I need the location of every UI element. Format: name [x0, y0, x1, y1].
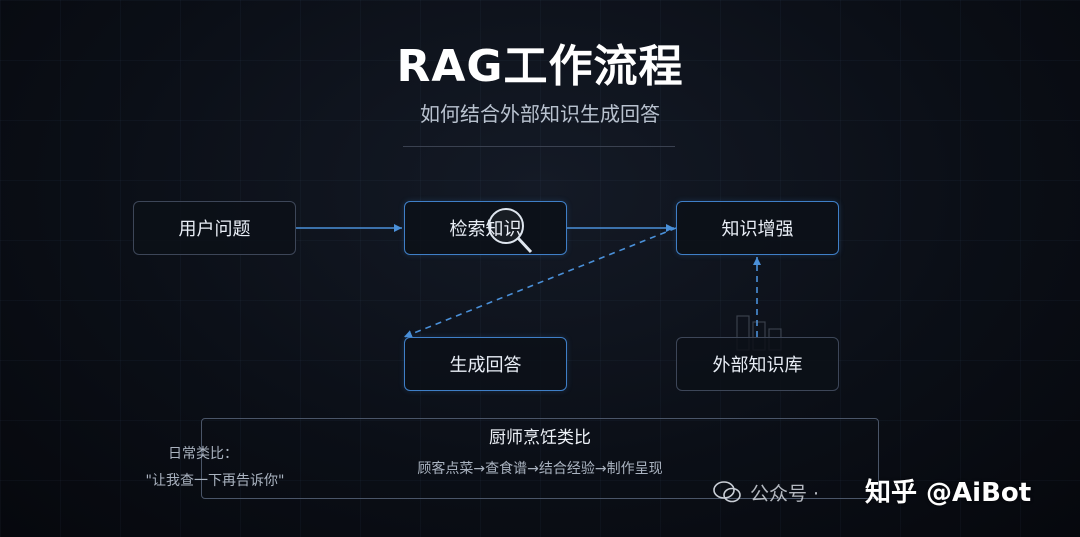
node-user-question-label: 用户问题 — [178, 219, 251, 240]
analogy-steps: 顾客点菜→查食谱→结合经验→制作呈现 — [417, 461, 663, 477]
daily-analogy-quote: "让我查一下再告诉你" — [145, 473, 285, 489]
wechat-watermark: 公众号 · — [712, 478, 819, 506]
node-external-knowledge-base: 外部知识库 — [676, 337, 839, 391]
wechat-icon — [713, 481, 741, 503]
node-enhance-label: 知识增强 — [721, 219, 794, 240]
node-retrieve-knowledge: 检索知识 — [404, 201, 567, 255]
node-retrieve-label: 检索知识 — [449, 219, 522, 240]
page-title: RAG工作流程 — [396, 41, 684, 92]
public-account-text: 公众号 · — [750, 482, 820, 505]
arrow-enhance-to-generate — [403, 227, 677, 338]
node-generate-label: 生成回答 — [449, 355, 522, 376]
node-generate-answer: 生成回答 — [404, 337, 567, 391]
node-knowledge-enhance: 知识增强 — [676, 201, 839, 255]
daily-analogy-label: 日常类比： — [168, 446, 238, 462]
title-divider — [403, 146, 675, 147]
node-user-question: 用户问题 — [133, 201, 296, 255]
node-kb-label: 外部知识库 — [712, 355, 803, 376]
analogy-title: 厨师烹饪类比 — [489, 428, 591, 448]
zhihu-author-watermark: 知乎 @AiBot — [865, 478, 1032, 508]
page-subtitle: 如何结合外部知识生成回答 — [420, 102, 660, 126]
analogy-box — [201, 418, 879, 499]
